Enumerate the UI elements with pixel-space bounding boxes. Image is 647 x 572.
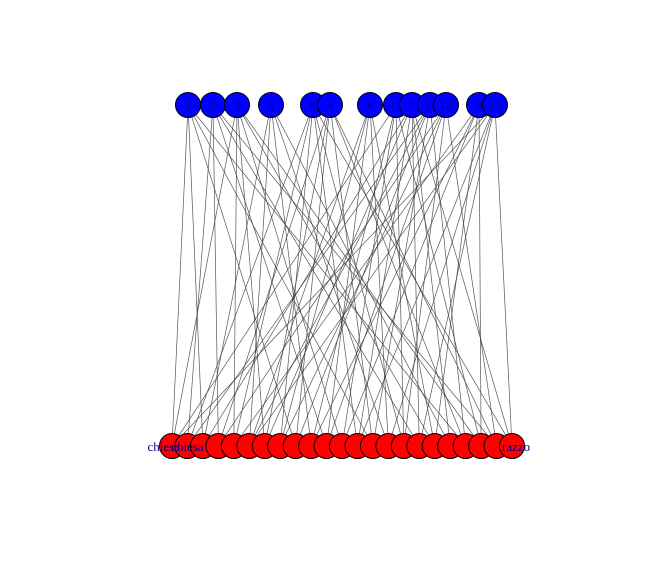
top-node-8 [357, 92, 383, 118]
edge-1-b9 [187, 104, 296, 447]
top-node-label: 12 [440, 98, 452, 112]
edge-3-b5 [233, 104, 238, 447]
edge-2-b17 [212, 104, 420, 447]
edge-13-b13 [357, 104, 496, 447]
edge-5-b6 [248, 104, 272, 447]
edge-2-b2 [187, 104, 214, 447]
top-node-label: 2 [210, 98, 216, 112]
edge-10-b16 [395, 104, 405, 447]
edge-10-b10 [310, 104, 397, 447]
top-node-label: 4 [327, 98, 333, 112]
edge-13-b23 [494, 104, 513, 447]
edge-5-b19 [270, 104, 451, 447]
edge-7-b19 [411, 104, 451, 447]
edge-3-b12 [236, 104, 343, 447]
top-node-4 [317, 92, 343, 118]
edge-8-b18 [369, 104, 436, 447]
bottom-node-b23 [499, 433, 525, 459]
bottom-node-label: chiesa [148, 439, 181, 454]
edge-12-b4 [218, 104, 447, 447]
edge-8-b8 [279, 104, 371, 447]
top-node-label: 10 [390, 98, 402, 112]
edge-7-b23 [411, 104, 513, 447]
top-node-label: 6 [310, 98, 316, 112]
top-node-label: 9 [476, 98, 482, 112]
edge-6-b13 [312, 104, 358, 447]
edge-7-b7 [264, 104, 413, 447]
edge-12-b16 [403, 104, 447, 447]
edge-7-b17 [411, 104, 420, 447]
edge-1-b14 [187, 104, 374, 447]
edge-6-b5 [233, 104, 314, 447]
edge-8-b6 [248, 104, 371, 447]
edge-6-b23 [312, 104, 513, 447]
edge-12-b11 [326, 104, 447, 447]
top-node-5 [258, 92, 284, 118]
bottom-node-label: chiesa [171, 439, 204, 454]
edge-4-b9 [295, 104, 331, 447]
edge-10-b1 [171, 104, 397, 447]
edge-2-b4 [212, 104, 219, 447]
edge-5-b3 [202, 104, 272, 447]
edge-4-b20 [329, 104, 466, 447]
edge-11-b6 [248, 104, 431, 447]
edge-11-b20 [429, 104, 466, 447]
edge-6-b8 [279, 104, 314, 447]
edge-5-b15 [270, 104, 389, 447]
edge-13-b17 [418, 104, 496, 447]
top-node-label: 1 [185, 98, 191, 112]
edge-12-b8 [279, 104, 447, 447]
top-node-label: 13 [489, 98, 501, 112]
edge-8-b11 [326, 104, 371, 447]
top-node-3 [224, 92, 250, 118]
edge-3-b18 [236, 104, 436, 447]
edge-9-b12 [341, 104, 480, 447]
edge-4-b7 [264, 104, 331, 447]
edge-2-b22 [212, 104, 497, 447]
edge-9-b5 [233, 104, 480, 447]
edge-5-b10 [270, 104, 312, 447]
top-node-13 [482, 92, 508, 118]
edge-6-b2 [187, 104, 314, 447]
edge-11-b2 [187, 104, 431, 447]
edge-4-b22 [329, 104, 497, 447]
top-node-label: 8 [367, 98, 373, 112]
edge-10-b12 [341, 104, 397, 447]
edge-6-b16 [312, 104, 405, 447]
edge-3-b7 [236, 104, 266, 447]
edge-1-b3 [187, 104, 204, 447]
edge-8-b15 [369, 104, 389, 447]
edge-9-b21 [478, 104, 482, 447]
edge-11-b14 [372, 104, 431, 447]
edges-layer [171, 104, 513, 447]
edge-3-b1 [171, 104, 238, 447]
edge-10-b21 [395, 104, 482, 447]
top-node-12 [433, 92, 459, 118]
edge-13-b15 [388, 104, 496, 447]
edge-1-b1 [171, 104, 189, 447]
edge-7-b3 [202, 104, 413, 447]
top-node-label: 5 [268, 98, 274, 112]
edge-7-b13 [357, 104, 413, 447]
top-node-label: 7 [409, 98, 415, 112]
edge-13-b6 [248, 104, 496, 447]
edge-9-b10 [310, 104, 480, 447]
edge-1-b20 [187, 104, 466, 447]
edge-13-b1 [171, 104, 496, 447]
edge-4-b14 [329, 104, 374, 447]
top-node-label: 11 [424, 98, 436, 112]
bottom-node-label: razzo [502, 439, 530, 454]
top-node-label: 3 [234, 98, 240, 112]
edge-4-b4 [218, 104, 331, 447]
